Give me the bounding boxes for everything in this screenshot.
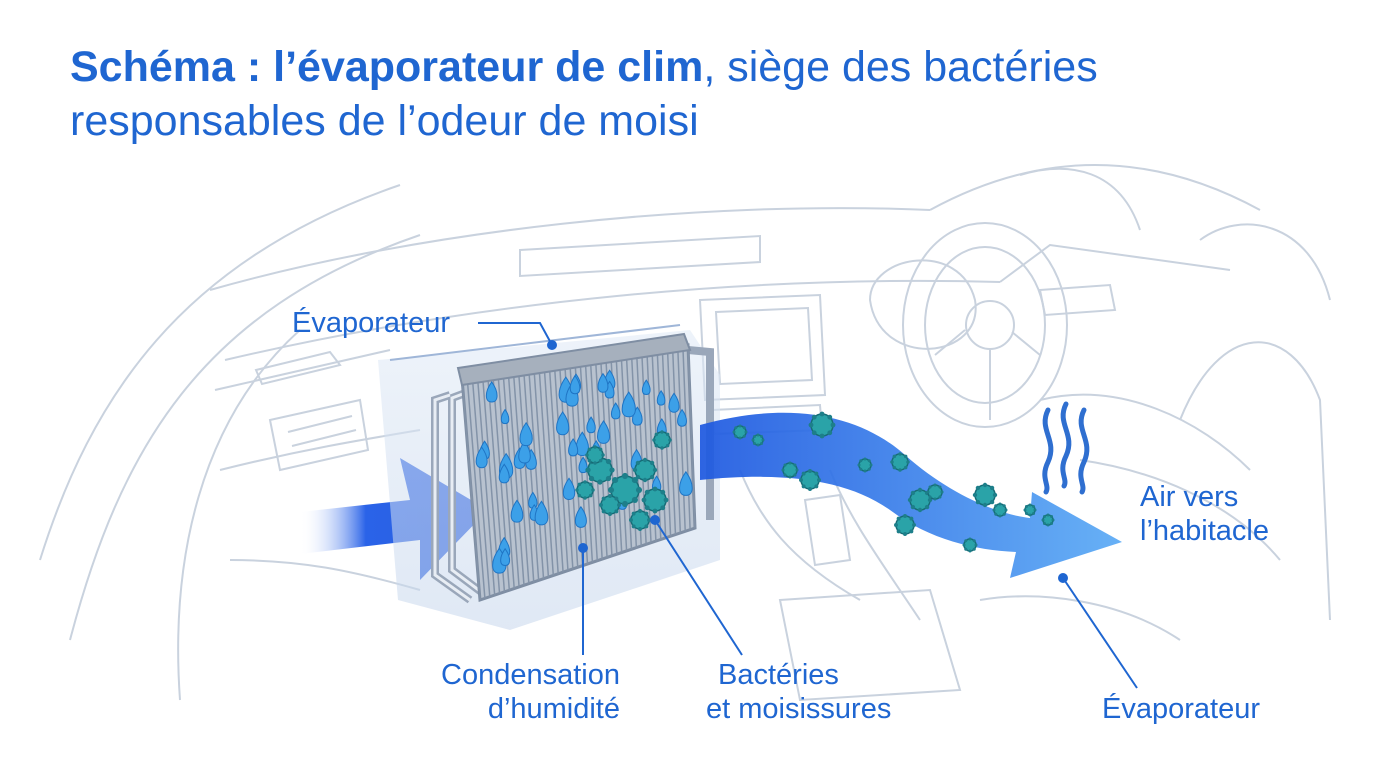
label-condensation-line1: Condensation: [414, 658, 620, 692]
label-air-line2: l’habitacle: [1140, 514, 1340, 548]
label-condensation-line2: d’humidité: [414, 692, 620, 726]
label-bacteria: Bactéries et moisissures: [706, 658, 916, 726]
label-air-line1: Air vers: [1140, 480, 1340, 514]
odor-wave-icon: [1045, 404, 1087, 492]
evaporator-unit: [378, 325, 720, 630]
label-air-to-cabin: Air vers l’habitacle: [1140, 480, 1340, 548]
label-evaporator-top: Évaporateur: [292, 306, 450, 340]
label-bacteria-line2: et moisissures: [706, 692, 916, 726]
label-evaporator-bottom: Évaporateur: [1102, 692, 1260, 726]
label-bacteria-line1: Bactéries: [706, 658, 916, 692]
label-condensation: Condensation d’humidité: [414, 658, 620, 726]
